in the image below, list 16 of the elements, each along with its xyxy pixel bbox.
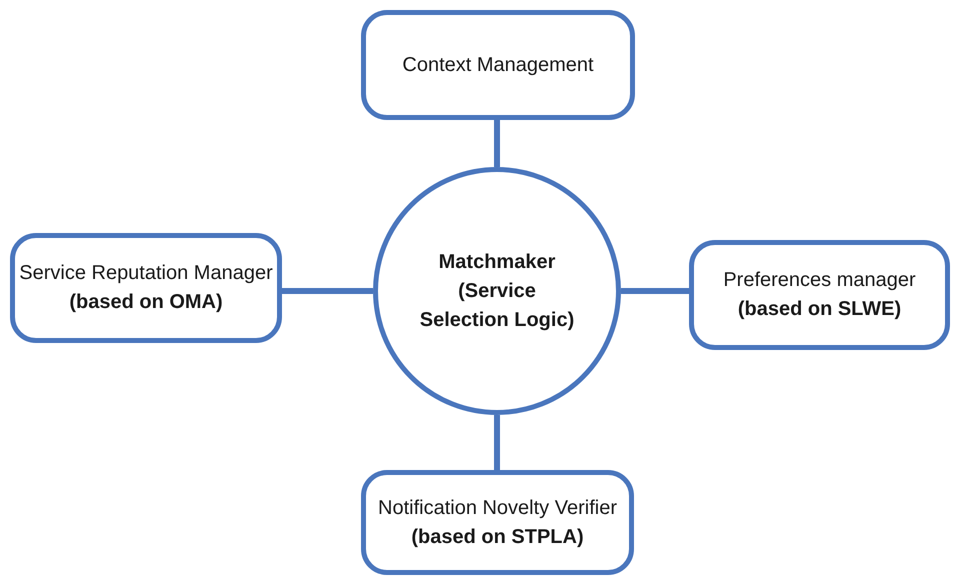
connector-line [282, 288, 373, 294]
process-box [361, 470, 634, 575]
node-label: Matchmaker (Service Selection Logic) [418, 250, 576, 332]
node-label: Context Management [402, 52, 594, 78]
node-label: Preferences manager [723, 268, 916, 293]
connector-line [494, 415, 500, 470]
node-note: (based on OMA) [69, 290, 223, 315]
process-box [689, 240, 950, 350]
connector-line [494, 120, 500, 167]
node-note: (based on STPLA) [411, 524, 584, 550]
connector-line [621, 288, 689, 294]
node-label: Notification Novelty Verifier [378, 496, 617, 520]
node-label: Service Reputation Manager [19, 261, 273, 286]
process-box [361, 10, 635, 120]
process-box [10, 233, 282, 343]
node-note: (based on SLWE) [738, 297, 902, 322]
